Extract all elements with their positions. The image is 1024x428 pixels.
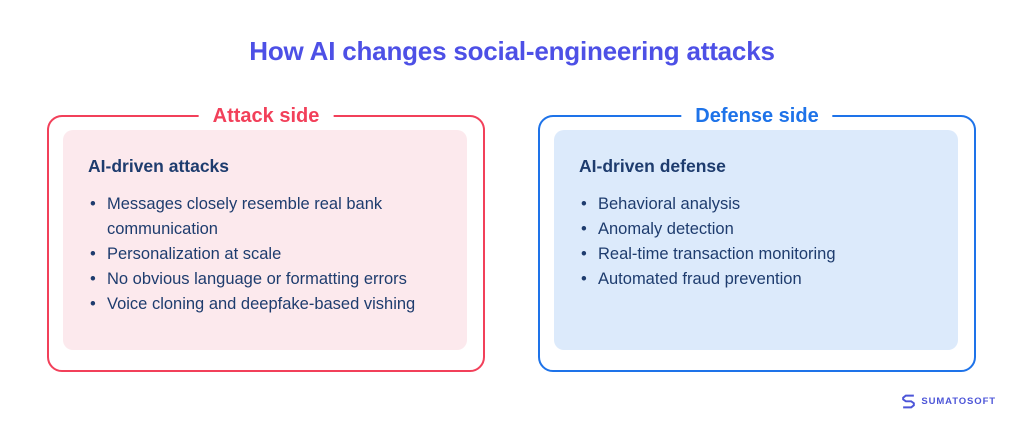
defense-bullet-item: Real-time transaction monitoring bbox=[579, 242, 934, 267]
brand-logo: SUMATOSOFT bbox=[901, 394, 996, 409]
attack-heading: AI-driven attacks bbox=[88, 156, 230, 176]
attack-bullet-item: Voice cloning and deepfake-based vishing bbox=[88, 292, 443, 317]
defense-panel: Defense side AI-driven defense Behaviora… bbox=[538, 102, 976, 372]
defense-bullet-item: Behavioral analysis bbox=[579, 192, 934, 217]
brand-name: SUMATOSOFT bbox=[921, 396, 996, 407]
attack-inner-card: AI-driven attacks Messages closely resem… bbox=[63, 130, 467, 350]
attack-panel-label: Attack side bbox=[198, 102, 334, 130]
defense-bullet-item: Automated fraud prevention bbox=[579, 267, 934, 292]
attack-bullet-item: Messages closely resemble real bank comm… bbox=[88, 192, 443, 242]
defense-bullet-list: Behavioral analysis Anomaly detection Re… bbox=[579, 192, 934, 292]
defense-inner-card: AI-driven defense Behavioral analysis An… bbox=[554, 130, 958, 350]
attack-bullet-item: Personalization at scale bbox=[88, 242, 443, 267]
sumatosoft-logo-icon bbox=[901, 394, 916, 409]
attack-panel: Attack side AI-driven attacks Messages c… bbox=[47, 102, 485, 372]
attack-bullet-item: No obvious language or formatting errors bbox=[88, 267, 443, 292]
defense-panel-label: Defense side bbox=[681, 102, 833, 130]
defense-bullet-item: Anomaly detection bbox=[579, 217, 934, 242]
attack-bullet-list: Messages closely resemble real bank comm… bbox=[88, 192, 443, 317]
page-title: How AI changes social-engineering attack… bbox=[249, 36, 775, 66]
defense-heading: AI-driven defense bbox=[579, 156, 726, 176]
